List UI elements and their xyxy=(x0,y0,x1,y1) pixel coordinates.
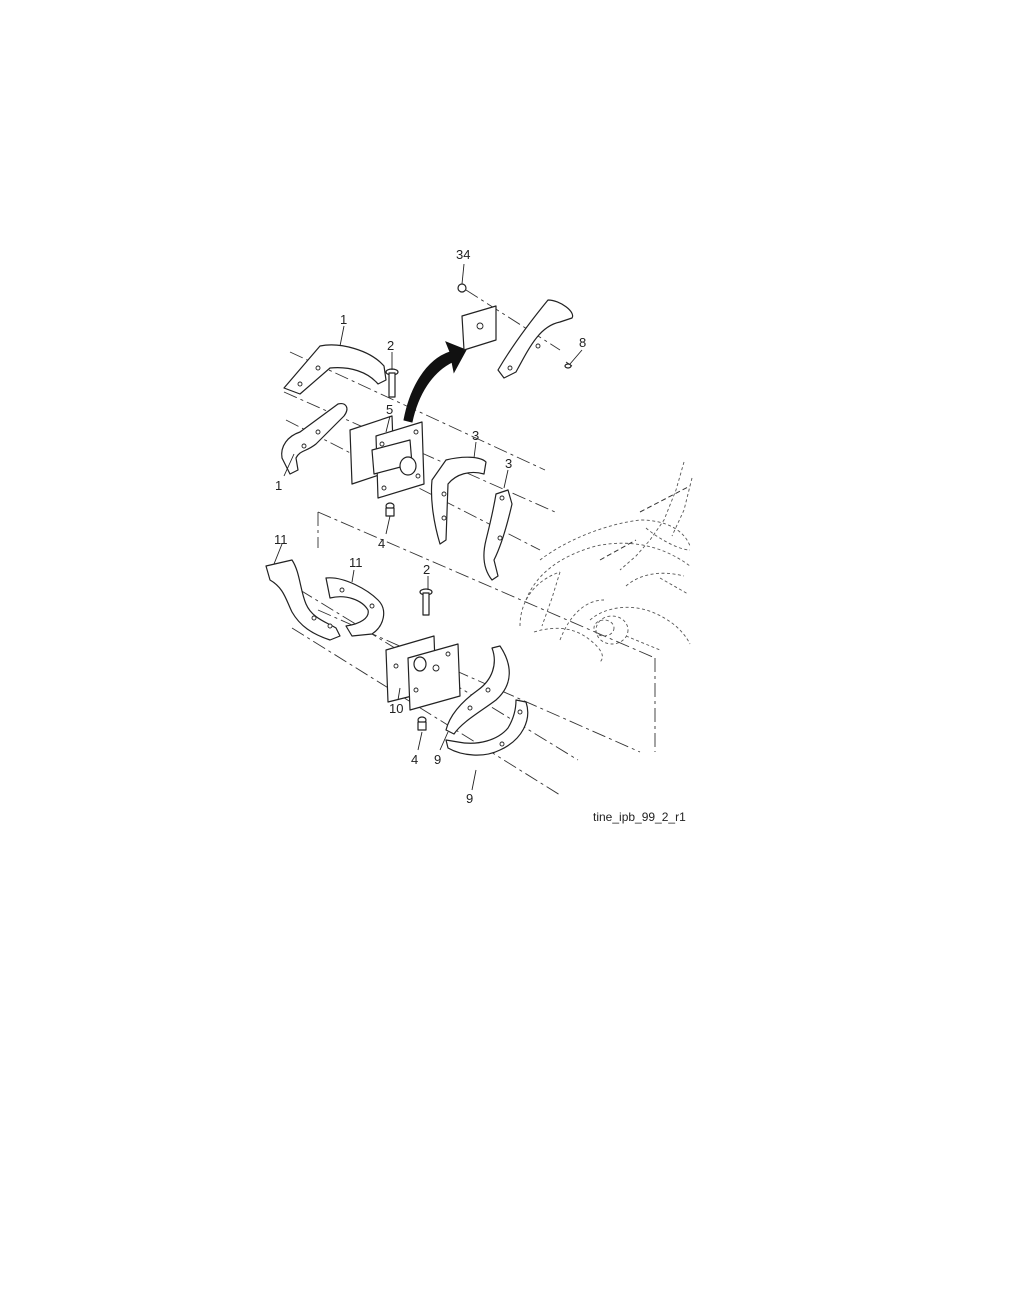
callout-2-lower: 2 xyxy=(423,562,430,577)
callout-3-rear: 3 xyxy=(505,456,512,471)
bolt-2-upper xyxy=(385,368,399,398)
callout-5: 5 xyxy=(386,402,393,417)
curved-arrow xyxy=(403,341,467,423)
callout-3-front: 3 xyxy=(472,428,479,443)
nut-4-lower xyxy=(417,716,427,731)
bolt-2-lower xyxy=(419,588,433,616)
callout-11-right: 11 xyxy=(349,555,363,570)
leader-lines xyxy=(273,263,583,791)
tine-3-front xyxy=(430,456,487,545)
tiller-housing xyxy=(519,461,693,663)
callout-34: 34 xyxy=(456,247,470,262)
callout-2-upper: 2 xyxy=(387,338,394,353)
callout-1-upper: 1 xyxy=(340,312,347,327)
tine-9-lower xyxy=(445,699,529,756)
flange-5 xyxy=(349,415,425,499)
callout-9-upper: 9 xyxy=(434,752,441,767)
callout-8: 8 xyxy=(579,335,586,350)
tine-1-upper xyxy=(283,344,387,395)
callout-9-lower: 9 xyxy=(466,791,473,806)
callout-10: 10 xyxy=(389,701,403,716)
tine-3-rear xyxy=(483,489,513,581)
tine-11-right xyxy=(325,577,385,637)
callout-1-lower: 1 xyxy=(275,478,282,493)
flange-10 xyxy=(385,635,461,711)
tine-1-lower xyxy=(281,403,348,475)
detail-assembly xyxy=(457,283,574,379)
tine-11-left xyxy=(265,559,341,641)
nut-4-upper xyxy=(385,502,395,517)
figure-caption: tine_ipb_99_2_r1 xyxy=(593,810,686,824)
callout-labels: 34 8 1 2 5 1 3 3 4 11 11 2 10 4 9 9 xyxy=(274,247,586,806)
callout-4-lower: 4 xyxy=(411,752,418,767)
callout-11-left: 11 xyxy=(274,532,288,547)
callout-4-upper: 4 xyxy=(378,536,385,551)
tine-9-upper xyxy=(445,645,510,735)
